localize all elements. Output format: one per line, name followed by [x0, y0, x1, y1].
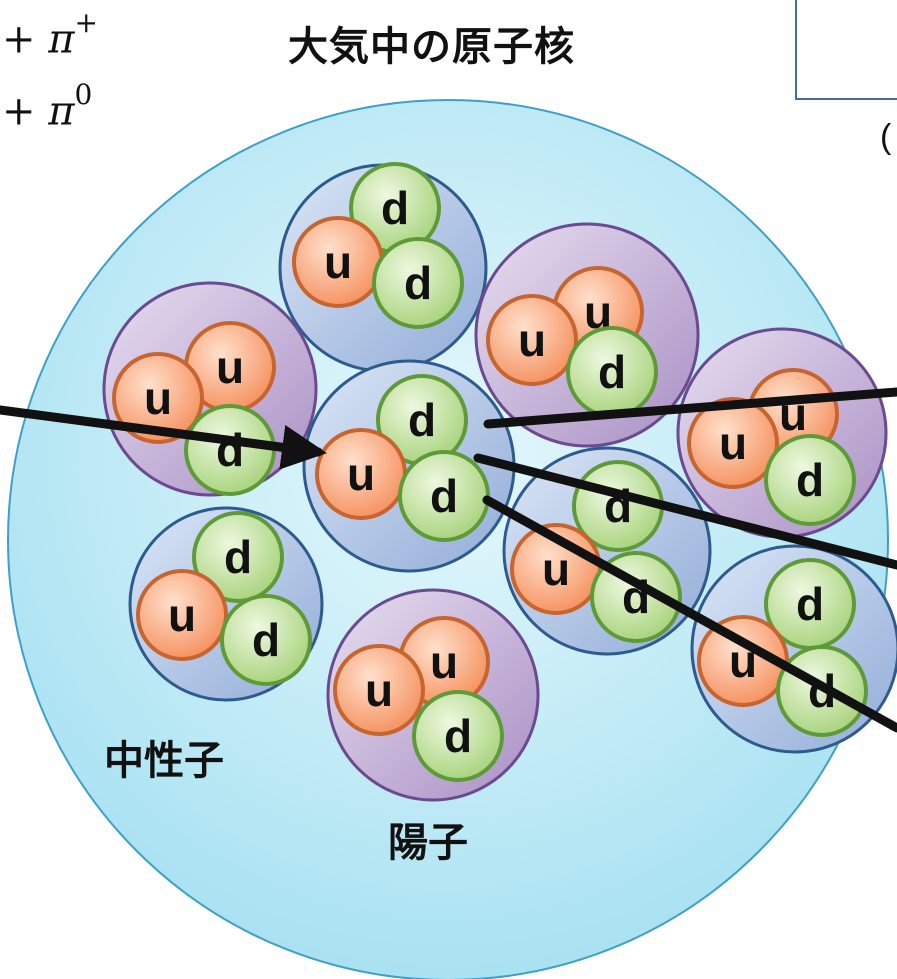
- quark-label: u: [347, 448, 375, 500]
- quark-label: u: [365, 664, 393, 716]
- diagram-title: 大気中の原子核: [288, 24, 575, 70]
- quark-label: d: [796, 454, 824, 506]
- outgoing-track: [473, 453, 897, 570]
- u-quark: [136, 569, 228, 661]
- formula-op: +: [2, 88, 36, 135]
- proton-label: 陽子: [388, 820, 468, 866]
- quark-label: u: [518, 314, 546, 366]
- quark-label: d: [796, 578, 824, 630]
- legend-note: (: [880, 118, 892, 156]
- formula-superscript: 0: [74, 78, 93, 111]
- particle-tracks: [0, 387, 897, 733]
- quark-label: d: [381, 182, 409, 234]
- quark-label: d: [430, 470, 458, 522]
- quark-label: d: [224, 531, 252, 583]
- quark-label: u: [324, 236, 352, 288]
- quark-label: d: [404, 257, 432, 309]
- formula-symbol: π: [48, 88, 75, 135]
- quark-label: u: [719, 417, 747, 469]
- neutron-label: 中性子: [104, 738, 224, 784]
- outgoing-track: [483, 387, 897, 429]
- quark-label: d: [598, 346, 626, 398]
- u-quark: [333, 644, 425, 736]
- quark-label: d: [252, 614, 280, 666]
- u-quark: [486, 294, 578, 386]
- d-quark: [764, 434, 856, 526]
- quark-label: d: [216, 424, 244, 476]
- formula-pi-plus: + π+: [2, 6, 98, 63]
- outgoing-track: [482, 495, 897, 733]
- quark-label: u: [144, 372, 172, 424]
- quark-label: d: [408, 394, 436, 446]
- u-quark: [697, 615, 789, 707]
- d-quark: [372, 237, 464, 329]
- formula-op: +: [2, 16, 36, 63]
- incoming-track-arrow: [0, 405, 327, 470]
- quark-label: u: [216, 341, 244, 393]
- quark-label: u: [542, 543, 570, 595]
- u-quark: [687, 397, 779, 489]
- legend-box: [795, 0, 897, 100]
- formula-symbol: π: [48, 16, 75, 63]
- formula-pi-zero: + π0: [2, 78, 92, 135]
- d-quark: [412, 690, 504, 782]
- formula-superscript: +: [74, 6, 98, 39]
- quark-label: d: [444, 710, 472, 762]
- quark-label: u: [168, 589, 196, 641]
- d-quark: [220, 594, 312, 686]
- quark-label: u: [430, 636, 458, 688]
- d-quark: [192, 511, 284, 603]
- u-quark: [112, 352, 204, 444]
